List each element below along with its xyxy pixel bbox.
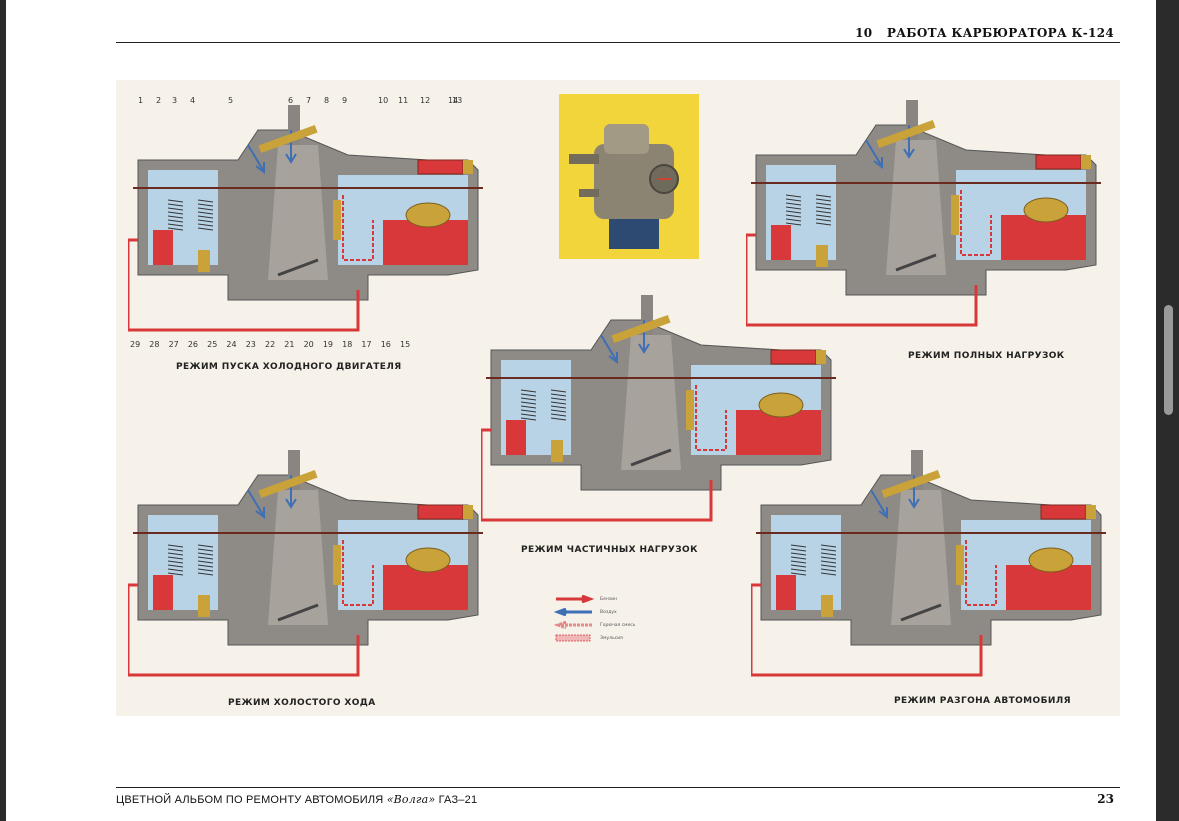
- scrollbar-thumb[interactable]: [1164, 305, 1173, 415]
- part-number: 21: [284, 340, 295, 349]
- footer-rule: [116, 787, 1120, 788]
- part-number: 29: [130, 340, 141, 349]
- part-number: 5: [228, 96, 234, 105]
- header-page-number: 10: [855, 26, 873, 40]
- part-number: 2: [156, 96, 162, 105]
- header-title: РАБОТА КАРБЮРАТОРА К-124: [886, 26, 1114, 40]
- part-number: 24: [226, 340, 237, 349]
- legend-label-emulsion: Эмульсия: [600, 635, 623, 641]
- part-number: 19: [322, 340, 334, 349]
- legend-label-air: Воздух: [600, 609, 617, 615]
- footer-text-part: ГАЗ–21: [435, 794, 478, 806]
- caption-cold-start: РЕЖИМ ПУСКА ХОЛОДНОГО ДВИГАТЕЛЯ: [176, 362, 402, 372]
- part-number: 13: [452, 96, 463, 105]
- part-number: 16: [380, 340, 391, 349]
- part-number: 28: [149, 340, 160, 349]
- part-number: 14: [448, 96, 459, 105]
- part-number: 1: [138, 96, 144, 105]
- diagram-cold-start: [128, 105, 483, 332]
- part-number: 26: [187, 340, 199, 349]
- part-number: 20: [303, 340, 314, 349]
- legend-label-fuel: Бензин: [600, 596, 618, 602]
- part-number: 8: [324, 96, 330, 105]
- caption-full-load: РЕЖИМ ПОЛНЫХ НАГРУЗОК: [908, 351, 1065, 361]
- legend-item-emulsion: Эмульсия: [554, 634, 623, 642]
- caption-acceleration: РЕЖИМ РАЗГОНА АВТОМОБИЛЯ: [894, 696, 1071, 706]
- legend-item-air: Воздух: [554, 608, 617, 616]
- diagram-full-load: [746, 100, 1101, 327]
- caption-partial-load: РЕЖИМ ЧАСТИЧНЫХ НАГРУЗОК: [521, 545, 698, 555]
- diagram-acceleration: [751, 450, 1106, 677]
- part-number: 22: [265, 340, 276, 349]
- part-number: 17: [361, 340, 372, 349]
- legend-label-mixture: Горючая смесь: [600, 622, 636, 628]
- header: 10 РАБОТА КАРБЮРАТОРА К-124: [855, 26, 1114, 40]
- page-number: 23: [1097, 792, 1114, 806]
- footer-text-part: ЦВЕТНОЙ АЛЬБОМ ПО РЕМОНТУ АВТОМОБИЛЯ: [116, 794, 387, 806]
- part-number: 9: [342, 96, 348, 105]
- part-number: 27: [168, 340, 179, 349]
- part-number: 7: [306, 96, 312, 105]
- header-rule: [116, 42, 1120, 43]
- part-number: 4: [190, 96, 196, 105]
- carburetor-photo: [559, 94, 699, 259]
- part-number: 18: [342, 340, 353, 349]
- legend-item-fuel: Бензин: [554, 595, 617, 603]
- caption-idle: РЕЖИМ ХОЛОСТОГО ХОДА: [228, 698, 376, 708]
- legend-item-mixture: Горючая смесь: [554, 621, 635, 629]
- part-number: 6: [288, 96, 294, 105]
- part-number: 25: [207, 340, 218, 349]
- diagram-idle: [128, 450, 483, 677]
- footer-italic: «Волга»: [386, 793, 436, 806]
- part-number: 3: [172, 96, 178, 105]
- part-number: 11: [398, 96, 409, 105]
- part-number: 15: [400, 340, 411, 349]
- diagram-partial-load: [481, 295, 836, 522]
- part-number: 10: [378, 96, 389, 105]
- part-number: 23: [245, 340, 256, 349]
- part-number: 12: [420, 96, 431, 105]
- footer-text: ЦВЕТНОЙ АЛЬБОМ ПО РЕМОНТУ АВТОМОБИЛЯ «Во…: [116, 793, 477, 806]
